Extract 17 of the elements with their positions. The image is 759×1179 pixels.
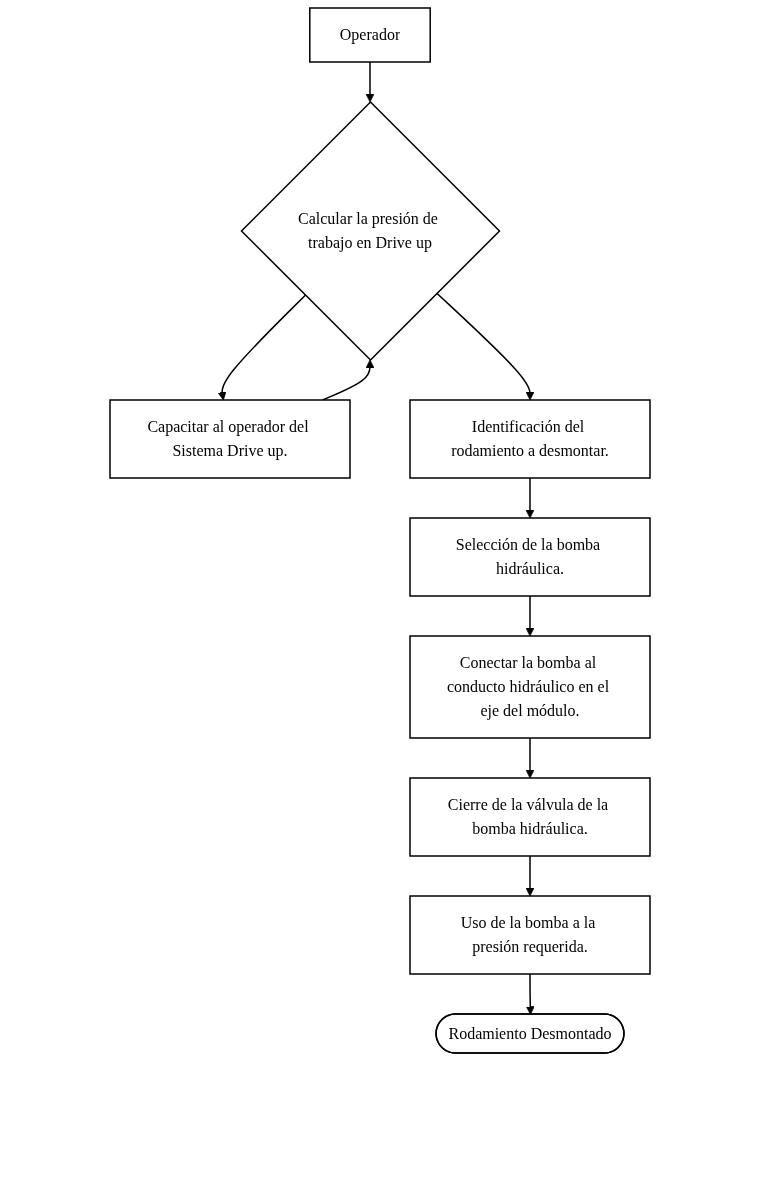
- node-box: Uso de la bomba a la presión requerida.: [408, 895, 651, 975]
- arrow: [365, 61, 374, 103]
- node-box: Cierre de la válvula de la bomba hidráulica.: [408, 777, 651, 857]
- arrow: [435, 292, 534, 401]
- node-box: Capacitar al operador del Sistema Drive up.: [108, 399, 351, 479]
- arrow: [217, 294, 306, 401]
- node-box: Identificación del rodamiento a desmontar.: [408, 399, 651, 479]
- arrow: [525, 477, 534, 519]
- node-box: Operador: [308, 7, 431, 63]
- arrow: [525, 855, 534, 897]
- node-box: Conectar la bomba al conducto hidráulico en el eje del módulo.: [408, 635, 651, 739]
- arrow: [525, 973, 535, 1015]
- arrow: [525, 595, 534, 637]
- arrow: [525, 737, 534, 779]
- node-diamond: Calcular la presión de trabajo en Drive up: [239, 100, 501, 362]
- arrow: [321, 359, 374, 401]
- node-box: Selección de la bomba hidráulica.: [408, 517, 651, 597]
